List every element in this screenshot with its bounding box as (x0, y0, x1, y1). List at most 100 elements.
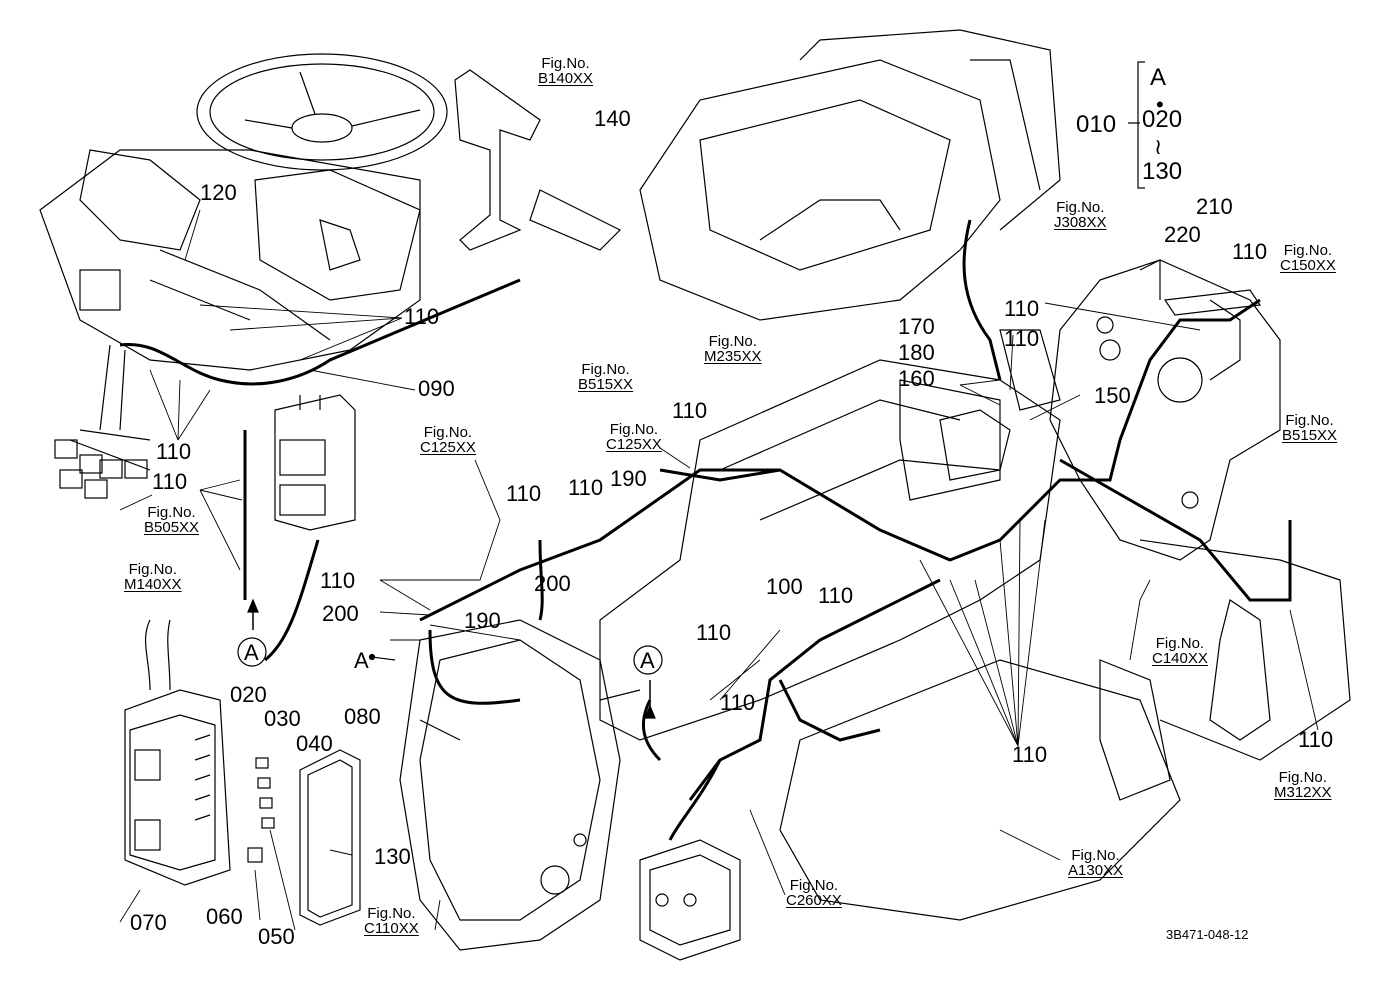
legend-bracket (1128, 61, 1145, 189)
fig-code: M312XX (1274, 784, 1332, 801)
fig-code: A130XX (1068, 862, 1124, 879)
fig-ref-c125-left[interactable]: Fig.No.C125XX (420, 425, 476, 455)
fig-ref-m235[interactable]: Fig.No.M235XX (704, 334, 762, 364)
part-210[interactable]: 210 (1196, 194, 1233, 219)
part-020[interactable]: 020 (230, 682, 267, 707)
engine-block (779, 539, 1351, 921)
part-140[interactable]: 140 (594, 106, 631, 131)
part-190-b[interactable]: 190 (464, 608, 501, 633)
part-170[interactable]: 170 (898, 314, 935, 339)
part-080[interactable]: 080 (344, 704, 381, 729)
part-110-j[interactable]: 110 (320, 568, 356, 593)
fig-ref-j308[interactable]: Fig.No.J308XX (1054, 200, 1107, 230)
part-150[interactable]: 150 (1094, 383, 1131, 408)
leader-lines (119, 209, 1319, 931)
part-050[interactable]: 050 (258, 924, 295, 949)
fig-ref-m140[interactable]: Fig.No.M140XX (124, 562, 182, 592)
part-200-a[interactable]: 200 (534, 571, 571, 596)
fig-prefix: Fig.No. (367, 905, 416, 922)
front-housing (399, 619, 641, 951)
fig-code: B140XX (538, 70, 594, 87)
connector-cluster-left (54, 344, 151, 499)
part-040[interactable]: 040 (296, 731, 333, 756)
fig-prefix: Fig.No. (789, 877, 839, 894)
fig-ref-c125-center[interactable]: Fig.No.C125XX (606, 422, 662, 452)
fig-code: C260XX (786, 892, 842, 909)
fig-code: B515XX (578, 376, 634, 393)
part-070[interactable]: 070 (130, 910, 167, 935)
part-110-f[interactable]: 110 (1004, 326, 1040, 351)
steering-wheel (196, 53, 448, 171)
fig-prefix: Fig.No. (147, 504, 196, 521)
legend-to: 130 (1142, 158, 1183, 185)
ref-a-circle-left: A (244, 640, 259, 665)
part-110-l[interactable]: 110 (696, 620, 732, 645)
fig-code: C140XX (1152, 650, 1208, 667)
part-100[interactable]: 100 (766, 574, 803, 599)
fig-prefix: Fig.No. (1155, 635, 1205, 652)
part-110-k[interactable]: 110 (818, 583, 854, 608)
fig-prefix: Fig.No. (1283, 242, 1333, 259)
chassis-frame (599, 329, 1061, 741)
fig-code: B515XX (1282, 427, 1338, 444)
part-110-i[interactable]: 110 (568, 475, 604, 500)
part-110-g[interactable]: 110 (672, 398, 708, 423)
part-110-c[interactable]: 110 (152, 469, 188, 494)
part-220[interactable]: 220 (1164, 222, 1201, 247)
fig-prefix: Fig.No. (1071, 847, 1120, 864)
fig-ref-c140[interactable]: Fig.No.C140XX (1152, 636, 1208, 666)
fig-code: C150XX (1280, 257, 1336, 274)
fig-ref-m312[interactable]: Fig.No.M312XX (1274, 770, 1332, 800)
part-200-b[interactable]: 200 (322, 601, 359, 626)
part-130[interactable]: 130 (374, 844, 411, 869)
control-unit-box (274, 394, 356, 531)
fig-code: C110XX (364, 920, 419, 937)
fig-prefix: Fig.No. (128, 561, 177, 578)
ref-a-label: A (354, 648, 369, 673)
legend-from: 010 (1076, 111, 1117, 138)
fig-code: M140XX (124, 576, 182, 593)
fig-ref-c260[interactable]: Fig.No.C260XX (786, 878, 842, 908)
part-090[interactable]: 090 (418, 376, 455, 401)
part-110-e[interactable]: 110 (1004, 296, 1040, 321)
part-110-d[interactable]: 110 (1232, 239, 1268, 264)
fig-ref-a130[interactable]: Fig.No.A130XX (1068, 848, 1123, 878)
fig-code: C125XX (606, 436, 662, 453)
fuse-box (124, 619, 231, 886)
legend-dot: • (1156, 92, 1164, 117)
fig-prefix: Fig.No. (1278, 769, 1327, 786)
part-120[interactable]: 120 (200, 180, 237, 205)
part-180[interactable]: 180 (898, 340, 935, 365)
part-060[interactable]: 060 (206, 904, 243, 929)
fig-ref-b140[interactable]: Fig.No.B140XX (538, 56, 593, 86)
hydraulic-block (1049, 259, 1281, 561)
seat (639, 29, 1061, 321)
part-110-a[interactable]: 110 (404, 304, 440, 329)
fig-ref-c150[interactable]: Fig.No.C150XX (1280, 243, 1336, 273)
fig-code: C125XX (420, 439, 476, 456)
fig-ref-b505[interactable]: Fig.No.B505XX (144, 505, 199, 535)
part-110-b[interactable]: 110 (156, 439, 192, 464)
fig-prefix: Fig.No. (708, 333, 757, 350)
control-valve (639, 839, 741, 961)
fig-ref-b515-right[interactable]: Fig.No.B515XX (1282, 413, 1337, 443)
part-030[interactable]: 030 (264, 706, 301, 731)
part-110-o[interactable]: 110 (1298, 727, 1334, 752)
fig-ref-c110[interactable]: Fig.No.C110XX (364, 906, 419, 936)
fig-ref-b515-left[interactable]: Fig.No.B515XX (578, 362, 633, 392)
ref-a-circle-center: A (640, 648, 655, 673)
ref-a-arrows (237, 598, 663, 719)
part-160[interactable]: 160 (898, 366, 935, 391)
fig-code: M235XX (704, 348, 762, 365)
part-110-n[interactable]: 110 (1012, 742, 1048, 767)
legend-tilde: ≀ (1154, 134, 1163, 159)
part-110-h[interactable]: 110 (506, 481, 542, 506)
fig-prefix: Fig.No. (1056, 199, 1105, 216)
part-190-a[interactable]: 190 (610, 466, 647, 491)
fig-code: B505XX (144, 519, 200, 536)
fig-prefix: Fig.No. (581, 361, 630, 378)
fig-code: J308XX (1054, 214, 1107, 231)
part-110-m[interactable]: 110 (720, 690, 756, 715)
bracket-b140 (454, 69, 622, 251)
